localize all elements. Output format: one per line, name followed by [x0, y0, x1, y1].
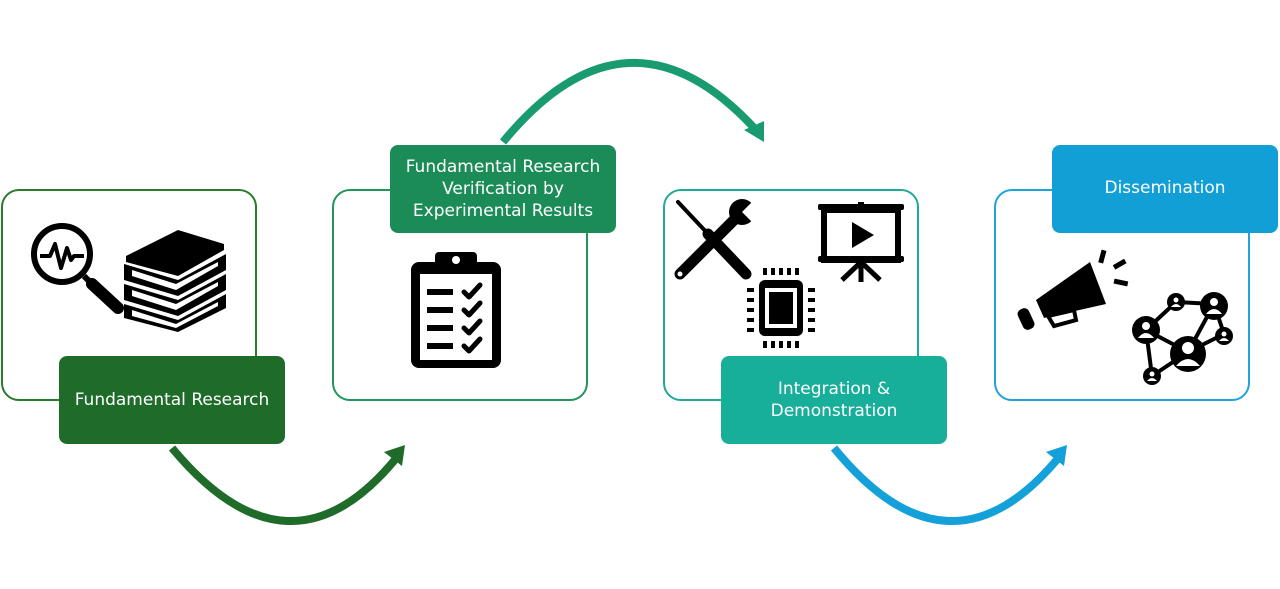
- stage-label-dissemination: Dissemination: [1052, 145, 1278, 233]
- microchip-icon: [747, 268, 815, 348]
- stage-label-text: Fundamental Research: [74, 390, 270, 410]
- arrow-stage2-to-stage3: [499, 58, 764, 145]
- megaphone-icon: [1017, 249, 1129, 330]
- books-stack-icon: [124, 230, 226, 332]
- people-network-icon: [1132, 292, 1233, 385]
- arrow-stage3-to-stage4: [830, 445, 1067, 525]
- stage-label-fundamental-research: Fundamental Research: [59, 356, 285, 444]
- stage-label-text: Fundamental Research Verification by Exp…: [405, 157, 601, 221]
- clipboard-checklist-icon: [411, 252, 501, 368]
- magnifier-signal-icon: [31, 223, 124, 314]
- stage-label-text: Dissemination: [1104, 178, 1226, 198]
- stage-label-verification: Fundamental Research Verification by Exp…: [390, 145, 616, 233]
- tools-icon: [674, 199, 762, 280]
- arrow-stage1-to-stage2: [168, 445, 405, 525]
- stage-label-integration: Integration & Demonstration: [721, 356, 947, 444]
- stage-label-text: Integration & Demonstration: [770, 379, 898, 421]
- presentation-screen-icon: [818, 202, 904, 282]
